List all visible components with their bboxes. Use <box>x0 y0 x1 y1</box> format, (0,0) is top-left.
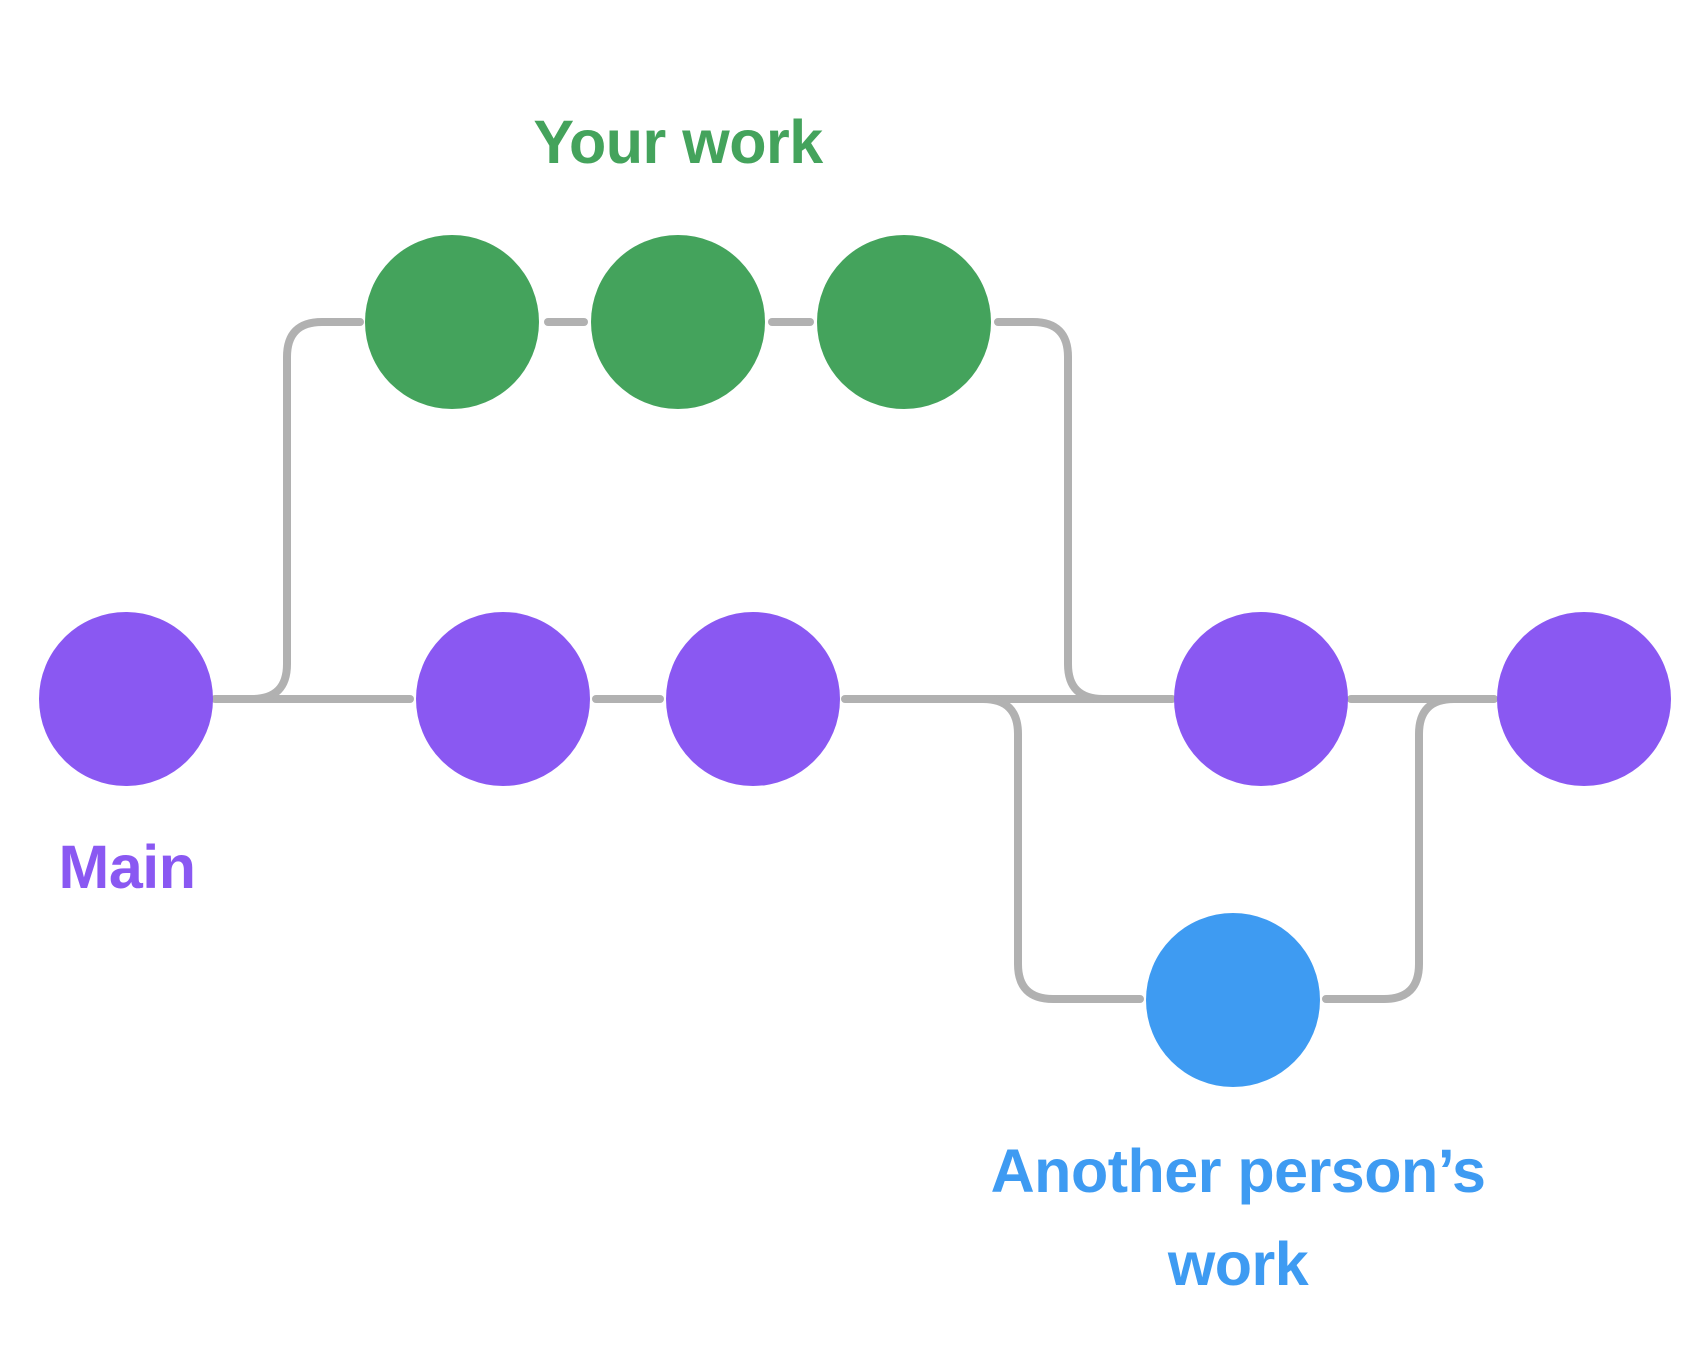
another-work-label-line1: Another person’s <box>991 1137 1486 1205</box>
your-work-merge-line <box>994 318 1174 703</box>
main-label: Main <box>59 833 196 901</box>
your-work-fork-line <box>211 318 364 703</box>
main-branch-commits <box>39 612 1671 786</box>
commit-node-main-1 <box>39 612 213 786</box>
commit-node-main-3 <box>666 612 840 786</box>
connector-lines <box>211 318 1498 1003</box>
commit-node-your-work-2 <box>591 235 765 409</box>
another-work-branch-commits <box>1146 913 1320 1087</box>
commit-node-another-work-1 <box>1146 913 1320 1087</box>
another-work-label-line2: work <box>1167 1230 1309 1298</box>
your-work-branch-commits <box>365 235 991 409</box>
commit-node-your-work-1 <box>365 235 539 409</box>
commit-node-main-2 <box>416 612 590 786</box>
commit-node-your-work-3 <box>817 235 991 409</box>
commit-node-main-4 <box>1174 612 1348 786</box>
commit-node-main-5 <box>1497 612 1671 786</box>
another-work-fork-line <box>944 695 1144 1003</box>
your-work-label: Your work <box>533 108 823 176</box>
another-work-merge-line <box>1322 695 1496 1003</box>
